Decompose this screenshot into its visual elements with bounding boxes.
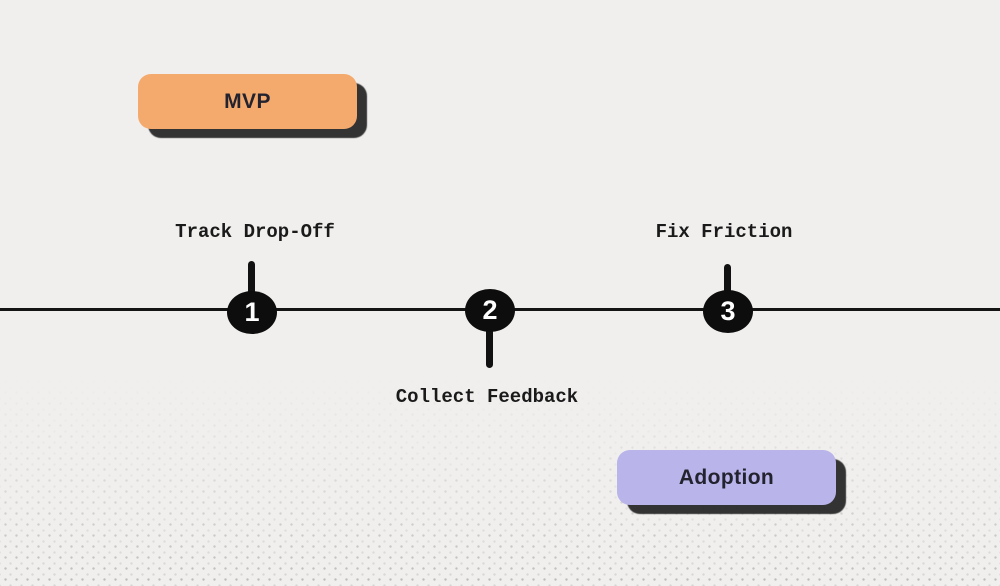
milestone-1-number: 1: [244, 297, 260, 327]
milestone-3-number: 3: [720, 296, 736, 326]
mvp-box-label: MVP: [224, 89, 271, 113]
milestone-2-stem: [486, 318, 493, 368]
milestone-2-label: Collect Feedback: [395, 386, 579, 408]
milestone-1-stem: [248, 261, 255, 303]
milestone-2-node: 2: [465, 289, 515, 332]
milestone-1-node: 1: [227, 291, 277, 334]
mvp-box: MVP: [138, 74, 357, 129]
milestone-3-stem: [724, 264, 731, 303]
adoption-box-label: Adoption: [678, 465, 775, 489]
milestone-3-node: 3: [703, 290, 753, 333]
milestone-3-label: Fix Friction: [655, 221, 793, 243]
milestone-2-number: 2: [482, 295, 498, 325]
milestone-1-label: Track Drop-Off: [175, 221, 335, 243]
adoption-box: Adoption: [617, 450, 836, 505]
